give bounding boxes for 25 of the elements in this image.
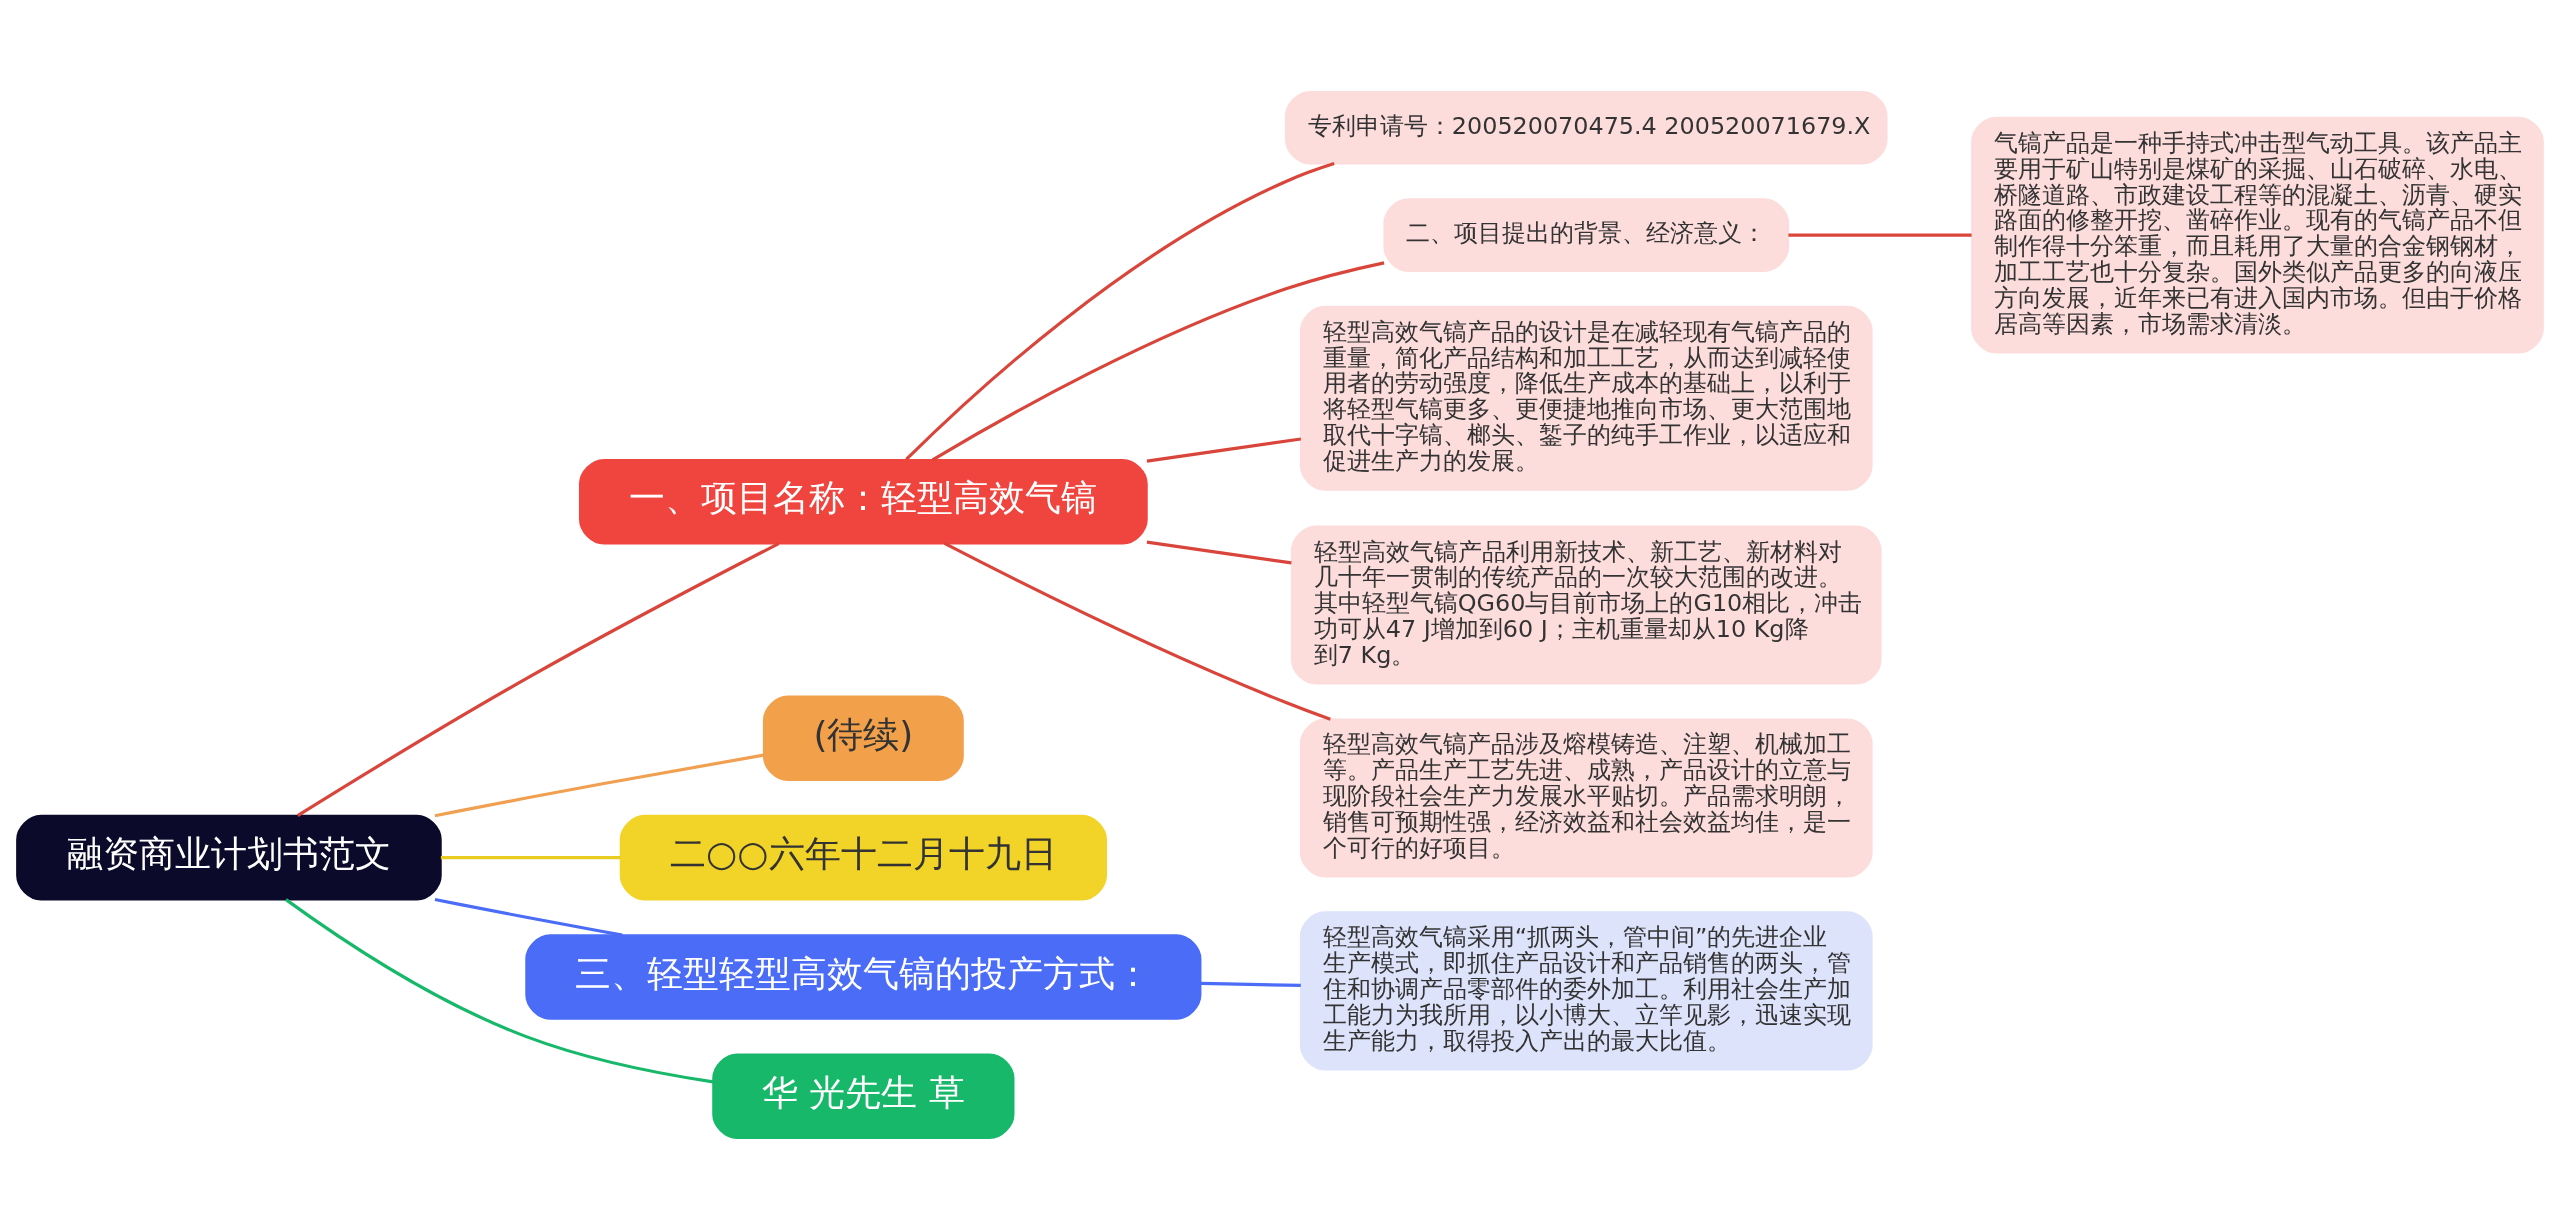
- connector: [1146, 437, 1302, 463]
- node-box: 三、轻型轻型高效气镐的投产方式：: [525, 934, 1202, 1020]
- connector: [943, 542, 1331, 721]
- node-box: 二、项目提出的背景、经济意义：: [1383, 198, 1790, 272]
- connector: [1200, 981, 1301, 987]
- node-box: 二○○六年十二月十九日: [619, 814, 1107, 901]
- connector: [931, 261, 1385, 462]
- node-box: (待续): [762, 695, 964, 782]
- node-box: 华 光先生 草: [712, 1053, 1015, 1140]
- node-box: 专利申请号：200520070475.4 200520071679.X: [1284, 90, 1888, 165]
- connector: [285, 898, 714, 1084]
- node-box: 轻型高效气镐采用“抓两头，管中间”的先进企业生产模式，即抓住产品设计和产品销售的两头，管住和协调产品零部件的委外加工。利用社会生产加工能力为我所用，以小博大、立竿见影，迅速实现生产能力，取得投入产出的最大比值。: [1299, 911, 1873, 1071]
- node-box: 气镐产品是一种手持式冲击型气动工具。该产品主要用于矿山特别是煤矿的采掘、山石破碎、水电、桥隧道路、市政建设工程等的混凝土、沥青、硬实路面的修整开挖、凿碎作业。现有的气镐产品不但制作得十分笨重，而且耗用了大量的合金钢钢材，加工工艺也十分复杂。国外类似产品更多的向液压方向发展，近年来已有进入国内市场。但由于价格居高等因素，市场需求清淡。: [1971, 116, 2544, 354]
- node-box: 轻型高效气镐产品的设计是在减轻现有气镐产品的重量，简化产品结构和加工工艺，从而达到减轻使用者的劳动强度，降低生产成本的基础上，以利于将轻型气镐更多、更便捷地推向市场、更大范围地取代十字镐、榔头、錾子的纯手工作业，以适应和促进生产力的发展。: [1299, 305, 1873, 491]
- node-box: 融资商业计划书范文: [16, 814, 442, 901]
- connector: [434, 897, 623, 937]
- connector: [1146, 540, 1292, 565]
- node-box: 轻型高效气镐产品利用新技术、新工艺、新材料对几十年一贯制的传统产品的一次较大范围的改进。其中轻型气镐QG60与目前市场上的G10相比，冲击功可从47 J增加到60 J；主机重量却从10 Kg降到7 Kg。: [1290, 525, 1882, 685]
- connector: [1788, 233, 1972, 237]
- connector: [434, 753, 764, 818]
- node-box: 一、项目名称：轻型高效气镐: [578, 458, 1148, 545]
- connector: [440, 856, 621, 860]
- connector: [905, 162, 1335, 461]
- connector: [296, 542, 780, 817]
- node-box: 轻型高效气镐产品涉及熔模铸造、注塑、机械加工等。产品生产工艺先进、成熟，产品设计的立意与现阶段社会生产力发展水平贴切。产品需求明朗，销售可预期性强，经济效益和社会效益均佳，是一个可行的好项目。: [1299, 718, 1873, 878]
